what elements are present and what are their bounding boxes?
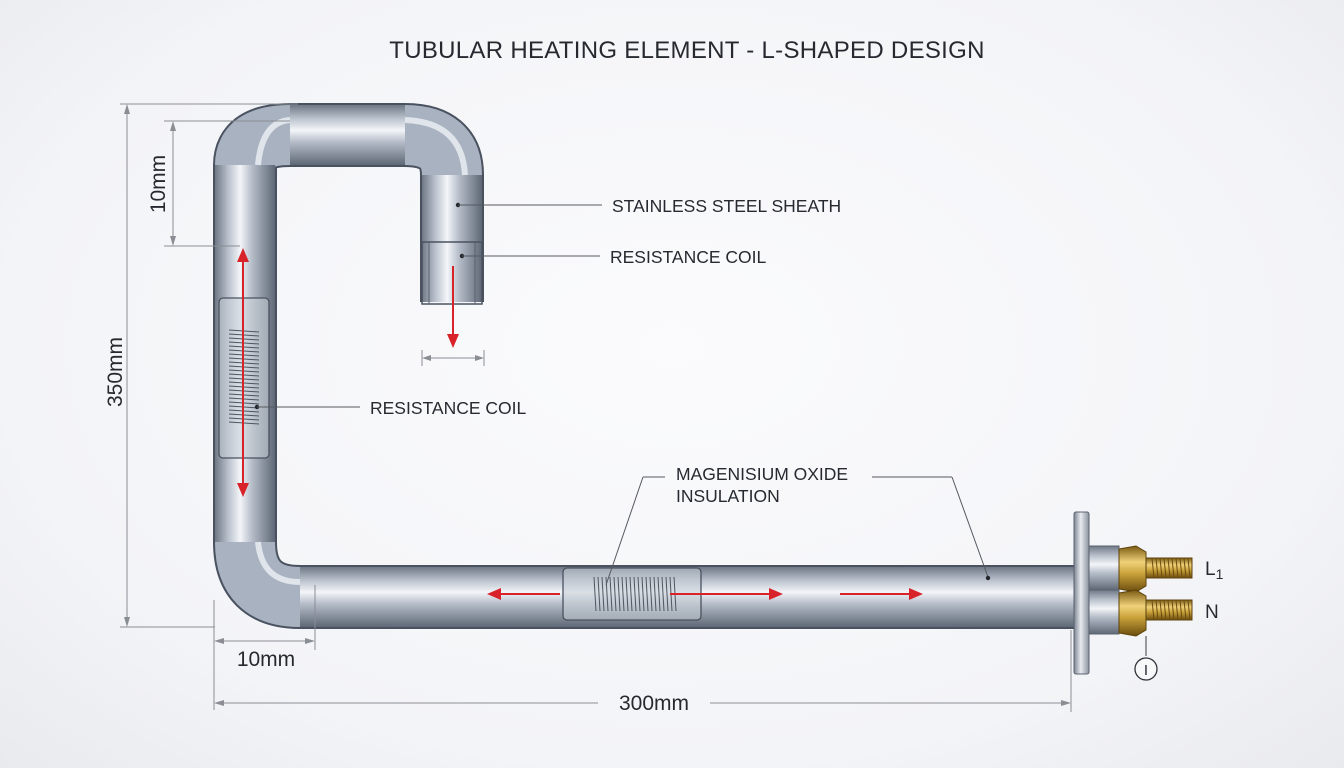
ground-icon xyxy=(1134,657,1158,681)
terminal-label-n: N xyxy=(1205,602,1219,623)
arrow-head-up xyxy=(237,248,249,262)
arrow-head-right xyxy=(909,588,923,600)
insulation-window xyxy=(562,567,702,621)
callouts: STAINLESS STEEL SHEATH RESISTANCE COIL R… xyxy=(254,196,991,586)
ground-symbol-label: I xyxy=(1144,662,1148,679)
dimension-height: 350mm xyxy=(104,337,127,407)
callout-insulation-line1: MAGENISIUM OXIDE xyxy=(676,464,848,484)
heat-flow-arrows xyxy=(237,248,923,600)
arrow-head-down xyxy=(237,483,249,497)
arrow-head-left xyxy=(487,588,501,600)
dimension-lines: 350mm 10mm 10mm 300mm xyxy=(104,103,1072,715)
terminal-nut-n xyxy=(1118,589,1147,637)
arrow-head-right-mid xyxy=(769,588,783,600)
tube-body xyxy=(213,103,1080,629)
callout-resistance-coil-mid: RESISTANCE COIL xyxy=(370,398,527,418)
dimension-bottom-diameter: 10mm xyxy=(237,648,295,671)
terminal-label-l1: L1 xyxy=(1205,559,1224,582)
dimension-top-section: 10mm xyxy=(147,155,170,213)
arrow-head-end xyxy=(447,334,459,348)
dimension-length: 300mm xyxy=(619,692,689,715)
terminal-nut-l1 xyxy=(1118,545,1147,593)
callout-stainless-steel-sheath: STAINLESS STEEL SHEATH xyxy=(612,196,841,216)
mounting-flange xyxy=(1073,511,1090,675)
callout-resistance-coil-top: RESISTANCE COIL xyxy=(610,247,767,267)
terminal-assembly: I L1 N xyxy=(1073,511,1224,681)
callout-insulation-line2: INSULATION xyxy=(676,486,780,506)
diagram-title: TUBULAR HEATING ELEMENT - L-SHAPED DESIG… xyxy=(389,37,985,64)
